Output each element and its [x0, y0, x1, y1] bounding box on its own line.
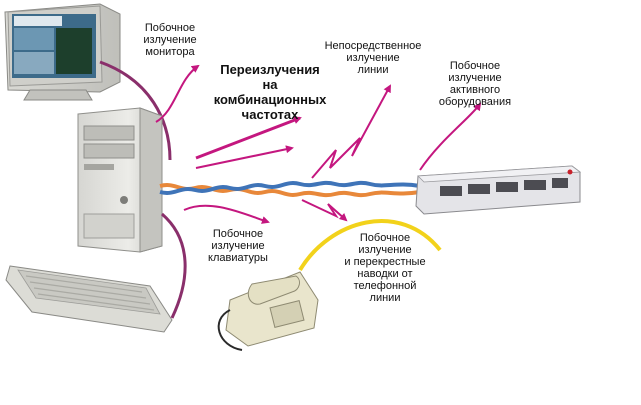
arrow-phone-line — [301, 199, 348, 222]
arrow-direct-line — [311, 84, 391, 179]
arrow-keyboard — [183, 204, 270, 224]
label-keyboard: Побочное излучение клавиатуры — [208, 228, 268, 264]
monitor-icon — [4, 3, 121, 101]
emission-arrows — [155, 64, 482, 224]
telephone-icon — [217, 271, 319, 351]
arrow-monitor — [155, 64, 200, 123]
twisted-pair-cable — [159, 180, 421, 198]
arrow-combination-lower — [195, 145, 294, 169]
label-monitor: Побочное излучение монитора — [143, 22, 197, 58]
label-active-equipment: Побочное излучение активного оборудовани… — [438, 60, 512, 108]
network-equipment-icon — [415, 165, 582, 215]
keyboard-icon — [5, 265, 173, 333]
label-direct-line: Непосредственное излучение линии — [324, 40, 422, 76]
phone-cord — [298, 219, 442, 272]
arrow-combination — [195, 116, 302, 160]
label-combination-frequencies: Переизлучения на комбинационных частотах — [213, 62, 327, 122]
monitor-cable — [99, 60, 172, 161]
arrow-active-equipment — [419, 102, 482, 171]
keyboard-cable — [161, 212, 187, 319]
label-phone-line: Побочное излучение и перекрестные наводк… — [344, 232, 426, 304]
computer-tower-icon — [77, 107, 163, 253]
